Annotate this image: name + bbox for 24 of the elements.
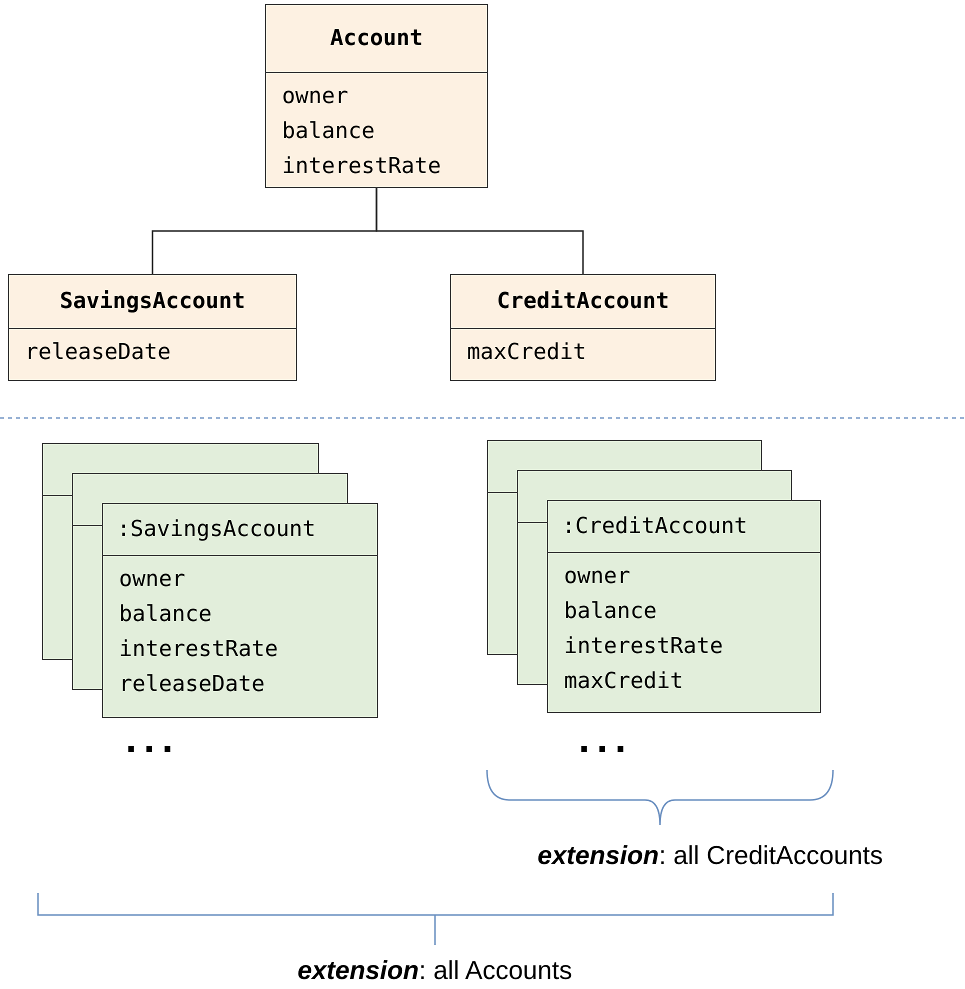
- attribute-list: releaseDate: [9, 329, 171, 370]
- extension-note: extension: all CreditAccounts: [538, 840, 883, 871]
- attribute-list: owner balance interestRate maxCredit: [548, 553, 723, 699]
- class-name: SavingsAccount: [60, 289, 246, 314]
- object-name: :SavingsAccount: [117, 517, 316, 542]
- attribute-list: owner balance interestRate releaseDate: [103, 556, 278, 702]
- object-card: [42, 443, 319, 473]
- object-name: :CreditAccount: [562, 514, 748, 539]
- attribute-list: owner balance interestRate: [266, 73, 441, 184]
- class-box: [8, 274, 297, 381]
- object-card: [72, 473, 348, 503]
- connector-line: [376, 188, 584, 274]
- attribute-list: maxCredit: [451, 329, 586, 370]
- ellipsis: ...: [125, 722, 180, 760]
- object-card: [487, 440, 762, 470]
- class-name: CreditAccount: [496, 289, 670, 314]
- class-name: Account: [330, 26, 423, 51]
- class-box: [450, 274, 716, 381]
- object-card: [547, 500, 821, 713]
- object-card: [102, 503, 378, 718]
- class-box: [265, 4, 488, 188]
- extension-note: extension: all Accounts: [298, 955, 572, 986]
- object-card: [517, 470, 792, 500]
- ellipsis: ...: [578, 722, 632, 760]
